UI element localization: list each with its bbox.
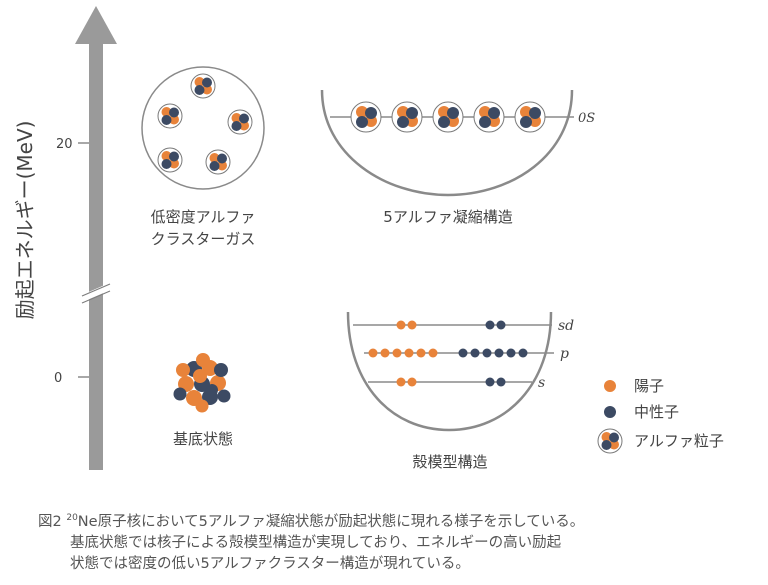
ground-state-label: 基底状態: [173, 430, 233, 448]
axis-label: 励起エネルギー(MeV): [13, 121, 37, 320]
shell-model-label: 殻模型構造: [412, 453, 487, 471]
legend-alpha-label: アルファ粒子: [634, 432, 724, 450]
legend-alpha-icon: [597, 428, 623, 454]
orbital-0s-label: 0S: [578, 111, 595, 126]
alpha-condensate-well: [320, 89, 574, 197]
figure-caption: 図2 20Ne原子核において5アルファ凝縮状態が励起状態に現れる様子を示している…: [38, 508, 758, 575]
legend-neutron-label: 中性子: [634, 403, 679, 421]
energy-axis-arrow: [75, 6, 117, 470]
caption-mass-number: 20: [66, 513, 78, 523]
tick-0-label: 0: [54, 371, 62, 386]
alpha-cluster-gas: [141, 66, 265, 190]
legend-proton-label: 陽子: [634, 377, 664, 395]
tick-20-label: 20: [56, 137, 73, 152]
caption-line-3: 状態では密度の低い5アルファクラスター構造が現れている。: [70, 556, 470, 572]
legend-neutron-icon: [604, 406, 616, 418]
orbital-p-label: p: [560, 346, 569, 362]
nuclear-structure-diagram: 20 0 励起エネルギー(MeV) 低密度アルファ クラスターガス 0S 5アル…: [13, 6, 724, 471]
orbital-sd-label: sd: [558, 318, 574, 334]
caption-fig-label: 図2: [38, 514, 62, 530]
legend: 陽子 中性子 アルファ粒子: [597, 377, 724, 454]
gas-label-line1: 低密度アルファ: [151, 208, 256, 226]
shell-model-well: [346, 311, 554, 432]
ground-state-nucleus: [173, 353, 231, 413]
orbital-s-label: s: [538, 375, 545, 391]
gas-label-line2: クラスターガス: [151, 230, 256, 248]
caption-line1-text: Ne原子核において5アルファ凝縮状態が励起状態に現れる様子を示している。: [77, 514, 585, 530]
legend-proton-icon: [604, 380, 616, 392]
condensate-label: 5アルファ凝縮構造: [383, 208, 512, 226]
caption-line-2: 基底状態では核子による殻模型構造が実現しており、エネルギーの高い励起: [70, 535, 562, 551]
caption-line-1: 図2 20Ne原子核において5アルファ凝縮状態が励起状態に現れる様子を示している…: [38, 508, 758, 533]
